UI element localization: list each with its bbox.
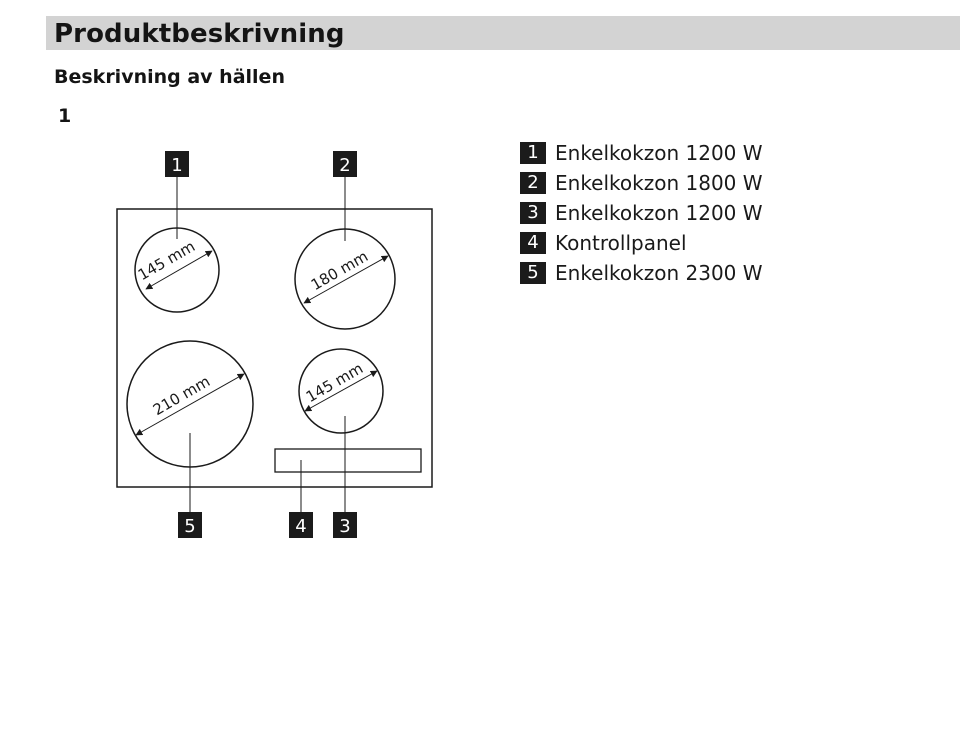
callout-2: 2	[333, 151, 357, 177]
legend-number-badge: 5	[520, 262, 546, 284]
zone-2-diameter-arrow	[303, 255, 389, 304]
callout-5: 5	[178, 512, 202, 538]
zone-3-circle	[298, 348, 384, 434]
hob-outline	[116, 208, 433, 488]
legend-label: Enkelkokzon 1200 W	[555, 201, 763, 225]
legend-item: 1 Enkelkokzon 1200 W	[520, 138, 763, 168]
cooking-zone-3: 145 mm	[298, 348, 384, 434]
legend-label: Enkelkokzon 2300 W	[555, 261, 763, 285]
callout-2-number: 2	[339, 155, 350, 176]
callout-4: 4	[289, 512, 313, 538]
legend-item: 5 Enkelkokzon 2300 W	[520, 258, 763, 288]
page-title: Produktbeskrivning	[54, 19, 345, 49]
callout-1-number: 1	[171, 155, 182, 176]
callout-3: 3	[333, 512, 357, 538]
legend-label: Enkelkokzon 1200 W	[555, 141, 763, 165]
legend-item: 3 Enkelkokzon 1200 W	[520, 198, 763, 228]
legend-number-badge: 1	[520, 142, 546, 164]
callout-3-number: 3	[339, 516, 350, 537]
cooking-zone-2: 180 mm	[294, 228, 396, 330]
control-panel-outline	[274, 448, 422, 473]
cooking-zone-1: 145 mm	[134, 227, 220, 313]
callout-1: 1	[165, 151, 189, 177]
zone-3-diameter-arrow	[304, 370, 378, 412]
legend-item: 4 Kontrollpanel	[520, 228, 763, 258]
callout-4-number: 4	[295, 516, 306, 537]
legend-number-badge: 4	[520, 232, 546, 254]
title-bar: Produktbeskrivning	[46, 16, 960, 50]
legend-label: Kontrollpanel	[555, 231, 687, 255]
zone-5-diameter-label: 210 mm	[150, 372, 213, 419]
legend-number-badge: 2	[520, 172, 546, 194]
legend-label: Enkelkokzon 1800 W	[555, 171, 763, 195]
section-subtitle: Beskrivning av hällen	[54, 66, 285, 88]
zone-1-diameter-arrow	[145, 250, 213, 290]
legend-list: 1 Enkelkokzon 1200 W 2 Enkelkokzon 1800 …	[520, 138, 763, 288]
legend-number-badge: 3	[520, 202, 546, 224]
zone-5-diameter-arrow	[135, 373, 245, 436]
figure-number: 1	[58, 105, 72, 127]
legend-item: 2 Enkelkokzon 1800 W	[520, 168, 763, 198]
callout-5-number: 5	[184, 516, 195, 537]
